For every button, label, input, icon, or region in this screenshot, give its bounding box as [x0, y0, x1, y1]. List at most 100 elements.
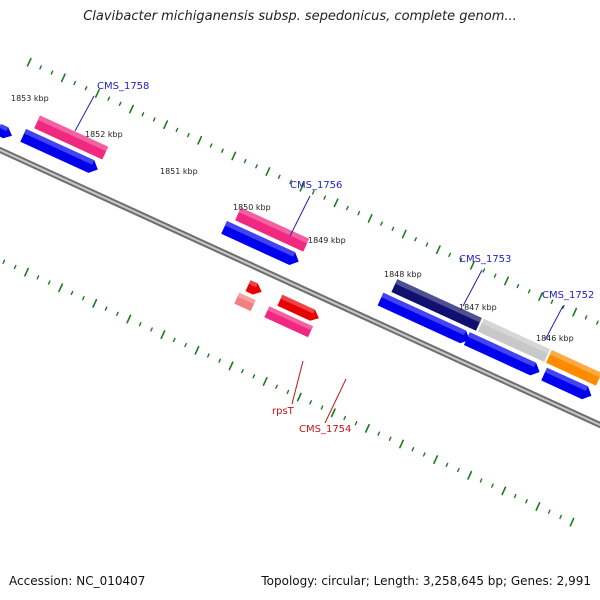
upper-tick	[311, 190, 315, 195]
lower-tick	[343, 415, 347, 421]
lower-tick	[2, 259, 6, 264]
upper-tick	[231, 151, 237, 161]
tick-label: 1846 kbp	[536, 334, 574, 343]
upper-tick	[265, 167, 271, 176]
leader-line-cms-1752	[544, 305, 564, 341]
lower-tick	[138, 322, 142, 327]
lower-tick	[296, 392, 302, 402]
upper-tick	[163, 120, 169, 130]
lower-tick	[354, 421, 358, 426]
cds-cms-1754-highlight	[267, 306, 313, 331]
lower-tick	[104, 306, 108, 311]
upper-tick	[73, 80, 77, 86]
upper-tick	[572, 307, 578, 317]
lower-tick	[241, 368, 244, 374]
lower-tick	[252, 374, 256, 379]
lower-tick	[36, 275, 40, 280]
lower-tick	[320, 405, 324, 410]
upper-tick	[459, 257, 463, 263]
leader-line-cms-1753	[462, 269, 483, 307]
gene-label-rpst: rpsT	[272, 406, 295, 417]
upper-tick	[94, 89, 100, 98]
upper-tick	[197, 135, 203, 145]
upper-tick	[414, 237, 417, 242]
lower-tick	[126, 314, 132, 324]
tick-label: 1850 kbp	[233, 203, 271, 212]
lower-tick	[172, 337, 176, 343]
upper-tick	[448, 252, 452, 258]
upper-tick	[367, 213, 373, 223]
upper-tick	[84, 86, 88, 91]
gene-rpst-highlight	[248, 280, 258, 288]
lower-tick	[92, 298, 98, 308]
upper-tick	[333, 198, 339, 208]
lower-tick	[456, 467, 460, 473]
lower-tick	[399, 439, 404, 449]
lower-tick	[569, 517, 575, 527]
leader-line-cms-1756	[289, 195, 311, 237]
upper-tick	[50, 70, 54, 75]
lower-tick	[116, 311, 119, 316]
gene-label-cms-1758: CMS_1758	[97, 81, 149, 92]
upper-tick	[493, 273, 497, 278]
gene-label-cms-1752: CMS_1752	[542, 290, 594, 301]
backbone-inner	[0, 148, 600, 427]
gene-cms-1753-highlight	[395, 279, 482, 323]
upper-tick	[152, 117, 156, 122]
upper-tick	[584, 315, 588, 320]
upper-tick	[186, 132, 190, 138]
upper-tick	[435, 245, 441, 255]
cds-rpst-highlight	[237, 292, 256, 304]
lower-tick	[13, 264, 17, 270]
upper-tick	[469, 260, 475, 270]
lower-tick	[286, 389, 290, 395]
gene-label-cms-1756: CMS_1756	[290, 180, 342, 191]
upper-tick	[380, 221, 383, 226]
leader-line-cms-1754	[324, 378, 347, 424]
lower-tick	[422, 452, 426, 457]
leader-line-rpst	[291, 360, 304, 405]
lower-tick	[228, 361, 234, 371]
upper-tick	[550, 299, 554, 304]
lower-tick	[24, 267, 29, 277]
lower-tick	[160, 330, 166, 340]
upper-tick	[221, 148, 224, 153]
cds-cms-1752-highlight	[467, 332, 537, 368]
upper-tick	[118, 101, 122, 107]
upper-tick	[129, 104, 134, 114]
lower-tick	[262, 377, 268, 386]
lower-tick	[377, 431, 381, 436]
upper-tick	[277, 174, 281, 179]
lower-tick	[275, 384, 278, 389]
lower-tick	[330, 408, 336, 418]
upper-tick	[504, 276, 509, 286]
leader-line-cms-1758	[74, 95, 95, 132]
lower-tick	[194, 345, 200, 355]
lower-tick	[150, 327, 153, 332]
lower-tick	[47, 280, 51, 285]
upper-tick	[482, 268, 486, 273]
upper-tick	[425, 242, 429, 247]
upper-tick	[141, 112, 145, 117]
cds-cms-1758-highlight	[24, 129, 95, 165]
gene-right-edge	[546, 350, 600, 386]
upper-tick	[255, 164, 258, 169]
cds-left-edge-highlight	[0, 124, 9, 132]
lower-tick	[184, 342, 187, 348]
lower-tick	[388, 436, 392, 441]
upper-tick	[346, 205, 349, 211]
upper-tick	[323, 195, 327, 200]
tick-label: 1853 kbp	[11, 94, 49, 103]
upper-tick	[527, 289, 531, 294]
upper-tick	[516, 283, 520, 289]
lower-tick	[218, 358, 222, 363]
lower-tick	[467, 470, 473, 480]
lower-tick	[501, 486, 507, 496]
lower-tick	[70, 290, 74, 296]
lower-tick	[491, 483, 494, 488]
topology-text: Topology: circular; Length: 3,258,645 bp…	[261, 574, 591, 588]
upper-tick	[391, 226, 395, 231]
upper-tick	[299, 182, 305, 192]
upper-tick	[596, 320, 599, 325]
cds-right-edge-highlight	[545, 367, 588, 391]
